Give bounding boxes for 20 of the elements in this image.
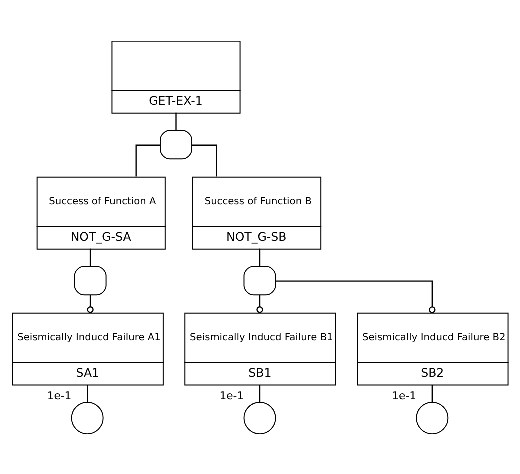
connector: [136, 144, 160, 176]
connector: [176, 112, 177, 130]
connector: [90, 248, 92, 266]
connector: [259, 248, 261, 266]
connector: [87, 294, 94, 313]
node-gate: [160, 130, 192, 160]
node-label: 1e-1: [220, 388, 244, 402]
node-gate: [74, 266, 107, 296]
node-label: 1e-1: [47, 388, 72, 402]
node-circle: [416, 402, 449, 434]
connector: [432, 384, 433, 402]
connector: [256, 294, 264, 313]
node-label: 1e-1: [392, 388, 417, 402]
connector: [259, 384, 261, 402]
node-circle: [71, 402, 104, 434]
connector: [87, 384, 88, 402]
connector: [192, 144, 218, 176]
node-gate: [244, 266, 276, 296]
connector: [276, 280, 436, 313]
node-circle: [244, 402, 276, 434]
